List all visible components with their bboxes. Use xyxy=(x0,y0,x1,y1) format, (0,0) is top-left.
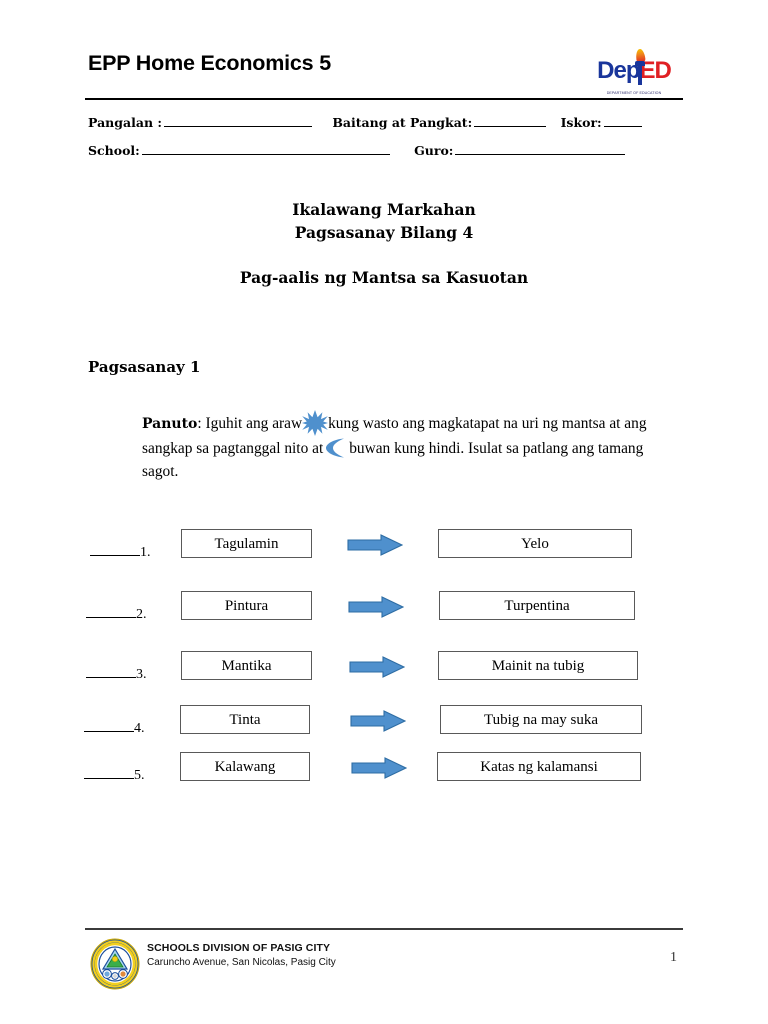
page-title: EPP Home Economics 5 xyxy=(88,51,331,75)
school-input[interactable] xyxy=(141,142,390,155)
item-number-5: 5. xyxy=(134,768,145,783)
page-header: EPP Home Economics 5 DepED DEPARTMENT OF… xyxy=(85,48,683,98)
page-footer: SCHOOLS DIVISION OF PASIG CITY Caruncho … xyxy=(85,936,685,996)
exercise-heading: Pagsasanay 1 xyxy=(88,358,201,376)
panuto-part-3: buwan kung hindi. Isulat sa patlang ang … xyxy=(142,439,644,481)
item-number-4: 4. xyxy=(134,721,145,736)
answer-blank-4[interactable]: 4. xyxy=(84,720,145,737)
panuto-part-1: : Iguhit ang araw xyxy=(197,415,303,432)
stain-box-3: Mantika xyxy=(181,651,312,680)
remover-box-4: Tubig na may suka xyxy=(440,705,642,734)
iskor-label: Iskor: xyxy=(560,115,602,130)
division-name: SCHOOLS DIVISION OF PASIG CITY xyxy=(147,942,331,954)
stain-box-2: Pintura xyxy=(181,591,312,620)
item-number-2: 2. xyxy=(136,607,147,622)
student-info-form: Pangalan : Baitang at Pangkat: Iskor: Sc… xyxy=(88,114,688,170)
torch-stick-shape xyxy=(638,62,642,85)
arrow-icon-5 xyxy=(351,757,408,779)
stain-box-1: Tagulamin xyxy=(181,529,312,558)
remover-box-3: Mainit na tubig xyxy=(438,651,638,680)
remover-box-1: Yelo xyxy=(438,529,632,558)
stain-box-4: Tinta xyxy=(180,705,310,734)
table-row: 5. Kalawang Katas ng kalamansi xyxy=(0,752,768,786)
answer-line-1[interactable] xyxy=(90,544,140,556)
item-number-3: 3. xyxy=(136,667,147,682)
answer-blank-3[interactable]: 3. xyxy=(86,666,147,683)
baitang-input[interactable] xyxy=(474,114,547,127)
item-number-1: 1. xyxy=(140,545,151,560)
panuto-part-2: kung wasto ang magkatapat na uri ng mant… xyxy=(142,415,647,457)
stain-box-5: Kalawang xyxy=(180,752,310,781)
pangalan-input[interactable] xyxy=(164,114,312,127)
baitang-label: Baitang at Pangkat: xyxy=(332,115,473,130)
deped-dep-text: Dep xyxy=(597,57,640,84)
arrow-icon-1 xyxy=(347,534,404,556)
arrow-icon-4 xyxy=(350,710,407,732)
answer-blank-2[interactable]: 2. xyxy=(86,606,147,623)
pangalan-label: Pangalan : xyxy=(88,115,162,130)
footer-divider xyxy=(85,928,683,930)
answer-line-5[interactable] xyxy=(84,767,134,779)
quarter-title: Ikalawang Markahan xyxy=(292,200,476,219)
answer-blank-5[interactable]: 5. xyxy=(84,767,145,784)
sun-icon xyxy=(302,410,329,436)
table-row: 2. Pintura Turpentina xyxy=(0,591,768,625)
footer-text-block: SCHOOLS DIVISION OF PASIG CITY Caruncho … xyxy=(147,942,336,968)
header-divider xyxy=(85,98,683,100)
moon-icon xyxy=(323,438,349,457)
topic-title: Pag-aalis ng Mantsa sa Kasuotan xyxy=(239,268,529,287)
deped-tagline: DEPARTMENT OF EDUCATION xyxy=(606,91,662,95)
deped-wordmark: DepED xyxy=(585,59,683,83)
exercise-number-title: Pagsasanay Bilang 4 xyxy=(294,223,474,242)
answer-line-2[interactable] xyxy=(86,606,136,618)
answer-line-4[interactable] xyxy=(84,720,134,732)
table-row: 3. Mantika Mainit na tubig xyxy=(0,651,768,685)
table-row: 4. Tinta Tubig na may suka xyxy=(0,705,768,739)
remover-box-2: Turpentina xyxy=(439,591,635,620)
table-row: 1. Tagulamin Yelo xyxy=(0,529,768,563)
form-row-1: Pangalan : Baitang at Pangkat: Iskor: xyxy=(88,114,688,142)
arrow-icon-3 xyxy=(349,656,406,678)
school-label: School: xyxy=(88,143,140,158)
answer-blank-1[interactable]: 1. xyxy=(90,544,151,561)
answer-line-3[interactable] xyxy=(86,666,136,678)
deped-logo: DepED DEPARTMENT OF EDUCATION xyxy=(585,48,683,96)
division-address: Caruncho Avenue, San Nicolas, Pasig City xyxy=(147,957,336,968)
iskor-input[interactable] xyxy=(603,114,642,127)
worksheet-titles: Ikalawang Markahan Pagsasanay Bilang 4 P… xyxy=(0,198,768,289)
arrow-icon-2 xyxy=(348,596,405,618)
torch-icon xyxy=(635,48,646,85)
remover-box-5: Katas ng kalamansi xyxy=(437,752,641,781)
pasig-city-seal xyxy=(90,938,140,990)
guro-input[interactable] xyxy=(455,142,626,155)
form-row-2: School: Guro: xyxy=(88,142,688,170)
panuto-label: Panuto xyxy=(142,416,198,432)
guro-label: Guro: xyxy=(414,143,454,158)
page-number: 1 xyxy=(670,950,677,965)
